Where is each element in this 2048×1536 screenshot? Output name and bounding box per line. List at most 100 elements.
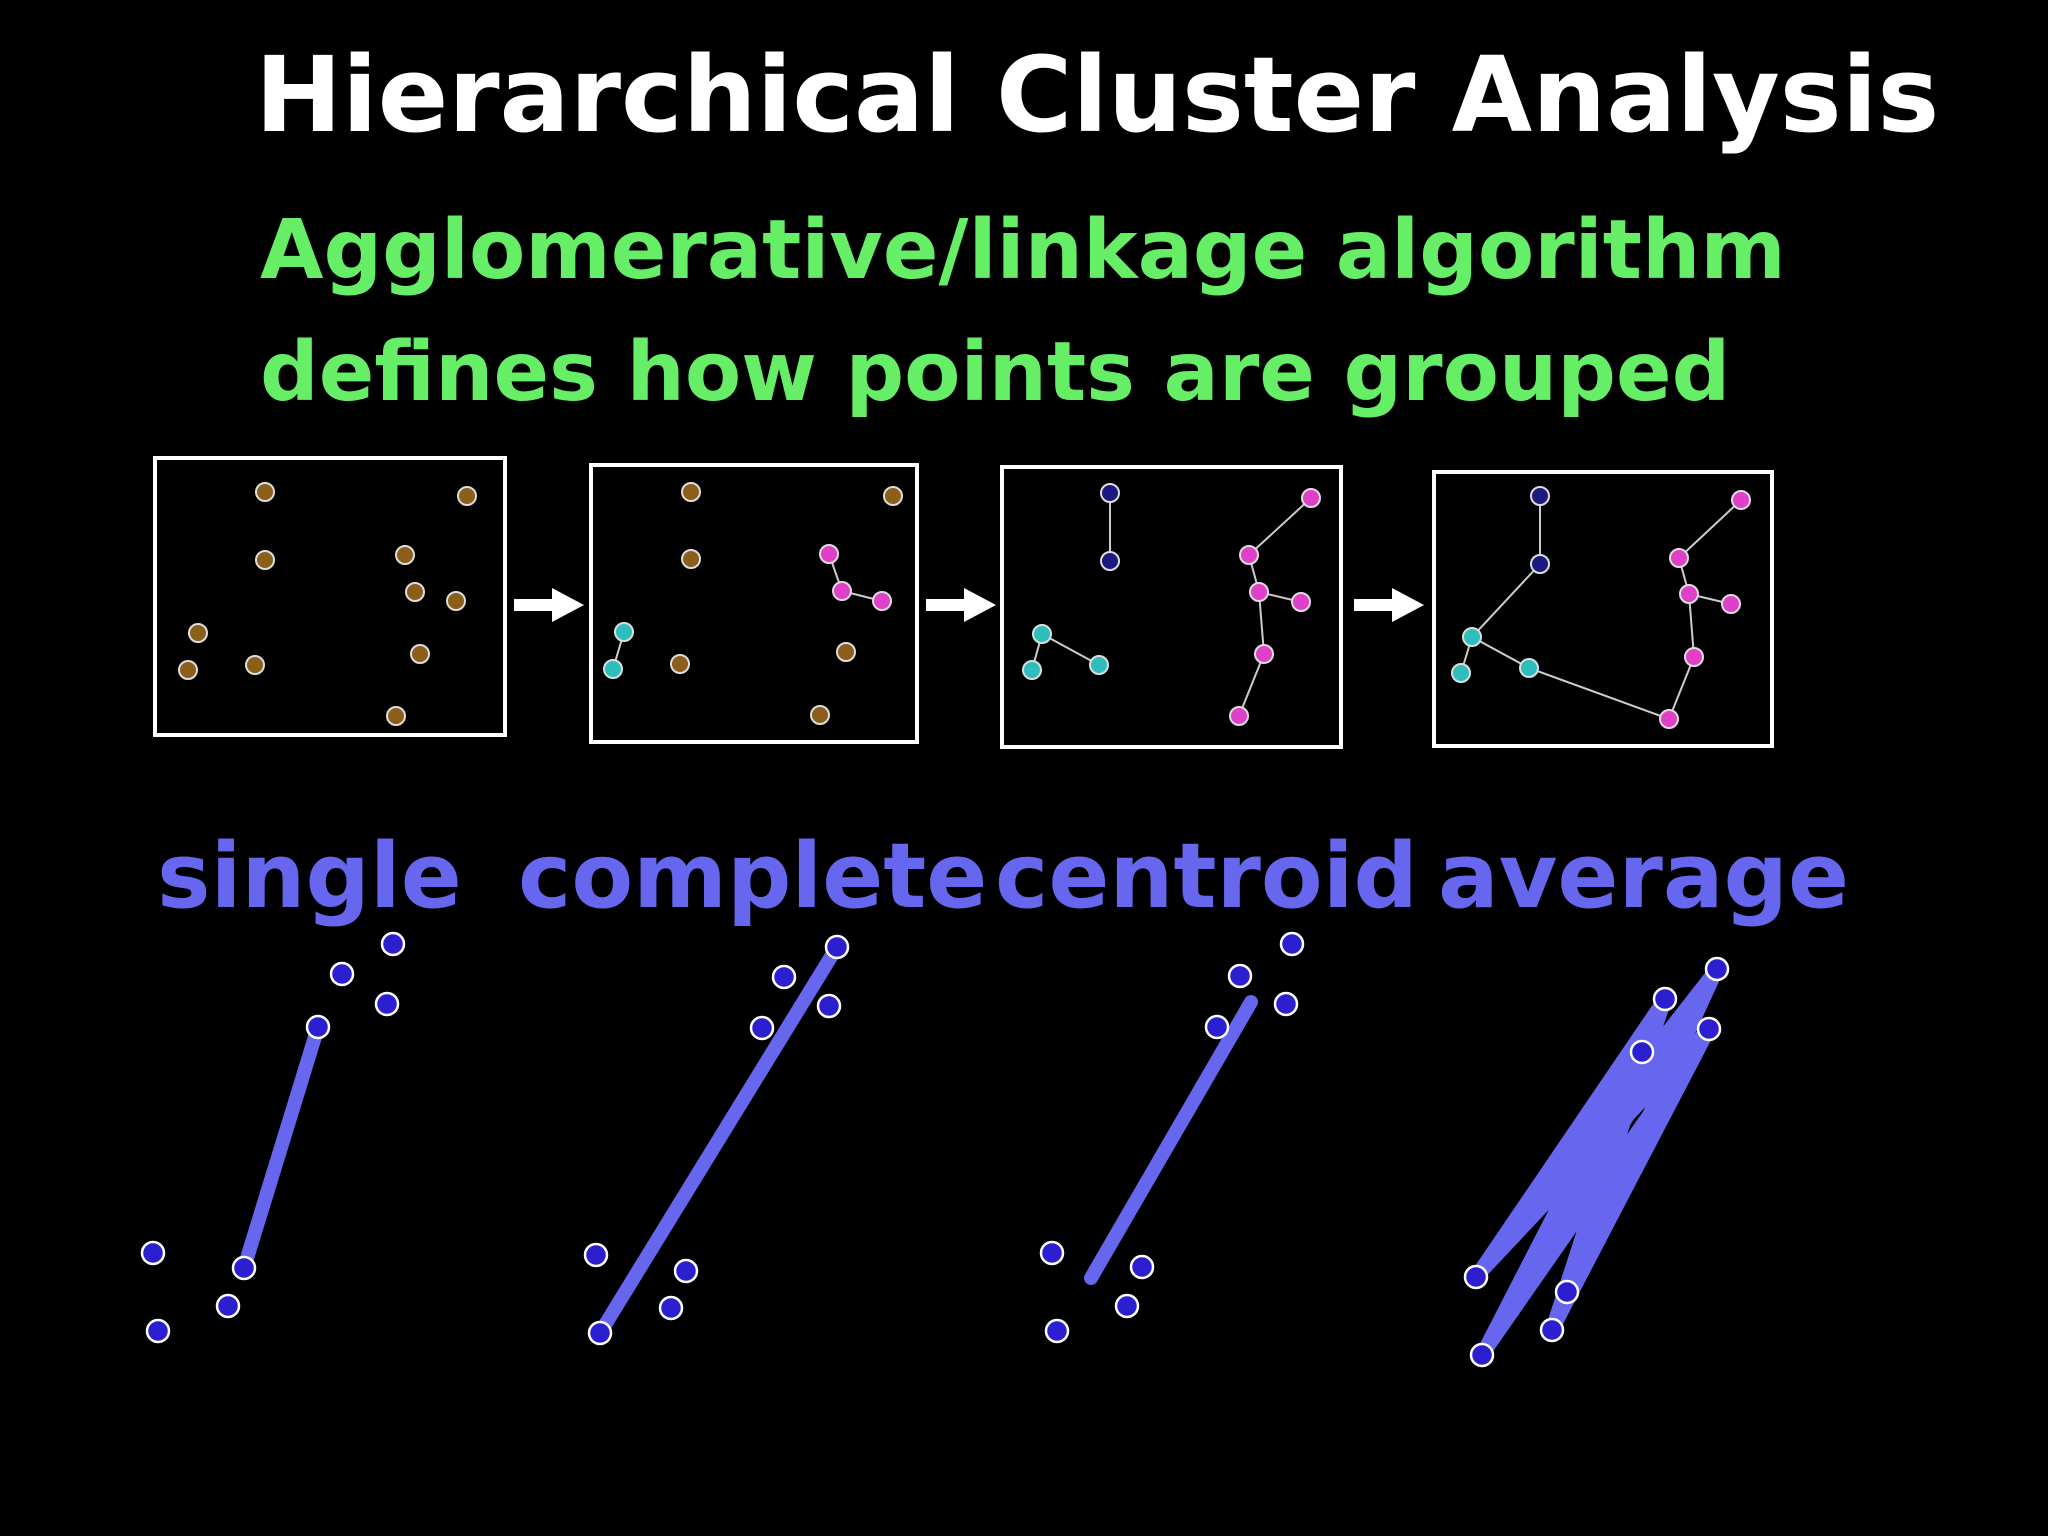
- data-point: [681, 549, 701, 569]
- data-point: [1530, 486, 1550, 506]
- linkage-point: [140, 1240, 166, 1266]
- cluster-link: [1041, 633, 1100, 666]
- arrow-head: [552, 588, 584, 622]
- linkage-point: [1652, 986, 1678, 1012]
- data-point: [603, 659, 623, 679]
- data-point: [457, 486, 477, 506]
- data-point: [405, 582, 425, 602]
- data-point: [832, 581, 852, 601]
- arrow-head: [964, 588, 996, 622]
- data-point: [1530, 554, 1550, 574]
- data-point: [1100, 483, 1120, 503]
- data-point: [1100, 551, 1120, 571]
- linkage-point: [587, 1320, 613, 1346]
- data-point: [446, 591, 466, 611]
- linkage-point: [583, 1242, 609, 1268]
- linkage-point: [658, 1295, 684, 1321]
- linkage-point: [1279, 931, 1305, 957]
- step-panel-frame: [589, 463, 919, 744]
- linkage-point: [1114, 1293, 1140, 1319]
- arrow-shaft: [926, 599, 968, 611]
- subtitle: Agglomerative/linkage algorithm defines …: [260, 190, 1786, 434]
- cluster-link: [1678, 499, 1742, 559]
- linkage-point: [1044, 1318, 1070, 1344]
- clustering-step-2: [589, 463, 919, 744]
- linkage-point: [816, 993, 842, 1019]
- linkage-point: [305, 1014, 331, 1040]
- linkage-point: [1469, 1342, 1495, 1368]
- data-point: [681, 482, 701, 502]
- linkage-illustrations: [140, 931, 1730, 1368]
- data-point: [410, 644, 430, 664]
- data-point: [255, 550, 275, 570]
- cluster-link: [1248, 497, 1312, 556]
- method-label-centroid: centroid: [995, 824, 1418, 929]
- linkage-line: [1084, 995, 1258, 1285]
- step-panel-frame: [1432, 470, 1774, 748]
- clustering-steps: [153, 456, 1774, 749]
- linkage-point: [673, 1258, 699, 1284]
- cluster-link: [1471, 636, 1530, 669]
- subtitle-line-2: defines how points are grouped: [260, 325, 1731, 420]
- linkage-point: [1204, 1014, 1230, 1040]
- data-point: [1669, 548, 1689, 568]
- linkage-line: [593, 940, 844, 1340]
- cluster-link: [1258, 591, 1265, 655]
- linkage-point: [771, 964, 797, 990]
- data-point: [255, 482, 275, 502]
- data-point: [872, 591, 892, 611]
- step-arrows: [514, 588, 1424, 622]
- data-point: [245, 655, 265, 675]
- cluster-link: [1668, 656, 1695, 720]
- slide-title: Hierarchical Cluster Analysis: [255, 34, 1940, 156]
- linkage-point: [145, 1318, 171, 1344]
- data-point: [1239, 545, 1259, 565]
- method-label-single: single: [157, 824, 462, 929]
- data-point: [1032, 624, 1052, 644]
- clustering-step-1: [153, 456, 507, 737]
- linkage-point: [1629, 1039, 1655, 1065]
- linkage-point: [1129, 1254, 1155, 1280]
- right-arrow-icon: [1354, 588, 1424, 622]
- step-panel-frame: [153, 456, 507, 737]
- linkage-point: [374, 991, 400, 1017]
- data-point: [1721, 594, 1741, 614]
- arrow-shaft: [1354, 599, 1396, 611]
- data-point: [1254, 644, 1274, 664]
- data-point: [1462, 627, 1482, 647]
- data-point: [1684, 647, 1704, 667]
- clustering-step-3: [1000, 465, 1343, 749]
- data-point: [883, 486, 903, 506]
- data-point: [1679, 584, 1699, 604]
- data-point: [1291, 592, 1311, 612]
- cluster-link: [1471, 563, 1541, 638]
- cluster-link: [1528, 667, 1670, 720]
- data-point: [836, 642, 856, 662]
- data-point: [1301, 488, 1321, 508]
- cluster-link: [1688, 593, 1695, 658]
- linkage-point: [1696, 1016, 1722, 1042]
- data-point: [1519, 658, 1539, 678]
- data-point: [1451, 663, 1471, 683]
- data-point: [1731, 490, 1751, 510]
- linkage-point: [329, 961, 355, 987]
- method-label-average: average: [1438, 824, 1850, 929]
- linkage-point: [1273, 991, 1299, 1017]
- linkage-point: [231, 1255, 257, 1281]
- arrow-head: [1392, 588, 1424, 622]
- data-point: [1249, 582, 1269, 602]
- data-point: [386, 706, 406, 726]
- data-point: [810, 705, 830, 725]
- step-panel-frame: [1000, 465, 1343, 749]
- linkage-point: [1554, 1279, 1580, 1305]
- data-point: [1089, 655, 1109, 675]
- cluster-link: [1238, 653, 1265, 717]
- data-point: [1659, 709, 1679, 729]
- linkage-point: [1227, 963, 1253, 989]
- linkage-point: [380, 931, 406, 957]
- data-point: [395, 545, 415, 565]
- subtitle-line-1: Agglomerative/linkage algorithm: [260, 203, 1786, 298]
- method-label-complete: complete: [518, 824, 988, 929]
- linkage-line: [1545, 1022, 1716, 1337]
